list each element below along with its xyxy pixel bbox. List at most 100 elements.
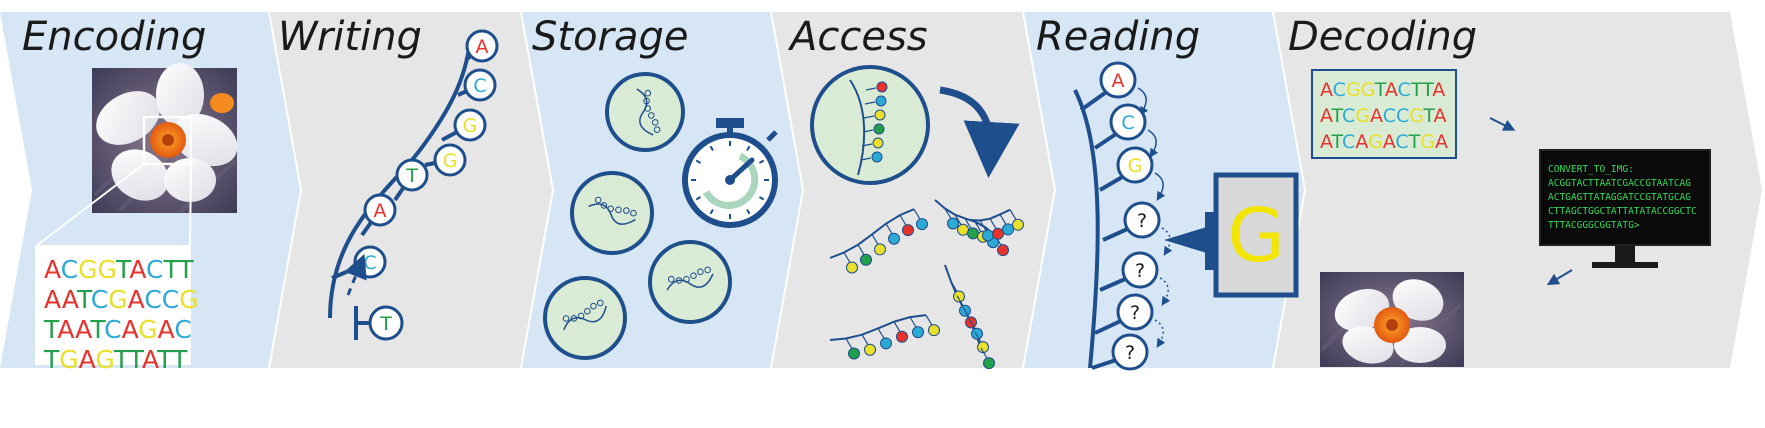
storage-capsule — [648, 240, 732, 324]
panel-access — [772, 12, 1054, 368]
base-char: C — [1396, 105, 1409, 127]
read-nucleotide: C — [1093, 103, 1159, 158]
base-char: A — [1320, 131, 1333, 153]
encoding-sequence-line: TAATCAGAC — [43, 315, 192, 344]
base-char: T — [76, 285, 93, 314]
base-char: A — [62, 285, 79, 314]
unknown-base-label: ? — [1135, 260, 1145, 282]
title-storage: Storage — [532, 14, 689, 60]
base-char: T — [128, 345, 145, 374]
base-char: C — [1383, 105, 1396, 127]
base-char: T — [89, 315, 106, 344]
storage-capsule — [570, 171, 654, 255]
random-strand — [829, 208, 928, 274]
unknown-base-label: ? — [1125, 342, 1135, 364]
base-char: A — [1432, 79, 1445, 101]
decode-arrow-1 — [1489, 117, 1516, 131]
base-char: T — [43, 345, 60, 374]
storage-capsule — [605, 72, 685, 152]
base-char: C — [1333, 79, 1346, 101]
base-char: A — [44, 285, 62, 314]
base-char: G — [1409, 105, 1423, 127]
base-char: T — [1410, 79, 1423, 101]
unknown-base-label: ? — [1137, 210, 1147, 232]
base-char: A — [75, 315, 92, 344]
strand-nucleotide: C — [457, 68, 497, 102]
unread-nucleotide: ? — [1091, 333, 1149, 371]
decode-arrow-2 — [1546, 269, 1573, 286]
access-capsule — [810, 65, 930, 185]
base-char: G — [138, 315, 157, 344]
unread-nucleotide: ? — [1099, 251, 1171, 306]
reading-strand: ACG???? G — [1073, 61, 1299, 371]
strand-base-label: G — [463, 115, 478, 137]
encoding-sequence-line: TGAGTTATT — [43, 345, 188, 374]
base-char: C — [174, 315, 191, 344]
title-reading: Reading — [1036, 14, 1200, 60]
detector-screen — [1213, 172, 1299, 298]
stopwatch-icon — [682, 118, 778, 228]
random-strand — [829, 314, 940, 360]
base-char: G — [108, 285, 127, 314]
strand-nucleotide: G — [424, 143, 467, 177]
base-char: C — [146, 255, 163, 284]
encoding-sequence-line: AATCGACCG — [44, 285, 199, 314]
read-base-label: C — [1121, 112, 1134, 134]
base-char: G — [179, 285, 198, 314]
base-char: C — [144, 285, 161, 314]
terminal-line: CTTAGCTGGCTATTATATACCGGCTC — [1548, 206, 1697, 217]
base-char: A — [57, 315, 75, 344]
base-char: T — [177, 255, 194, 284]
detector: G — [1164, 172, 1299, 298]
incoming-nucleotide: T — [354, 305, 404, 341]
base-char: C — [1342, 131, 1355, 153]
base-char: T — [162, 255, 179, 284]
base-char: A — [1320, 105, 1333, 127]
detected-base-label: G — [1227, 193, 1284, 279]
terminal-line: TTTACGGGCGGTATG> — [1548, 220, 1640, 231]
base-char: A — [44, 255, 61, 284]
decoding-sequence-box — [1311, 69, 1457, 159]
base-char: C — [61, 255, 78, 284]
flower-photo — [35, 63, 238, 247]
base-char: C — [1398, 79, 1411, 101]
base-char: T — [1421, 79, 1434, 101]
chevron-panels — [0, 12, 1762, 368]
read-nucleotide: A — [1079, 61, 1149, 116]
base-char: G — [1355, 105, 1370, 127]
random-strand — [934, 199, 1009, 257]
random-strand — [969, 208, 1024, 242]
base-char: A — [158, 315, 175, 344]
strand-nucleotide: G — [441, 108, 487, 142]
base-char: T — [1331, 105, 1344, 127]
read-base-label: G — [1128, 155, 1143, 177]
base-char: T — [156, 345, 173, 374]
base-char: A — [1383, 131, 1396, 153]
storage-capsules — [543, 72, 778, 360]
decoding-sequence-line: ATCGACCGTA — [1320, 105, 1446, 127]
strand-nucleotide: A — [464, 29, 499, 63]
base-char: A — [1320, 79, 1333, 101]
base-char: G — [1420, 131, 1435, 153]
base-char: G — [98, 255, 116, 284]
strand-base-label: A — [476, 36, 489, 58]
base-char: G — [95, 345, 113, 374]
base-char: A — [1370, 105, 1383, 127]
base-char: T — [1408, 131, 1421, 153]
incoming-base-label: T — [379, 313, 392, 335]
base-char: G — [78, 255, 97, 284]
base-char: T — [1422, 105, 1435, 127]
base-char: T — [43, 315, 60, 344]
strand-base-label: A — [374, 200, 387, 222]
terminal-line: CONVERT_TO_IMG: — [1548, 164, 1634, 175]
writing-arrow — [344, 253, 367, 296]
base-char: G — [1361, 79, 1375, 101]
title-access: Access — [787, 14, 928, 60]
base-char: A — [1435, 131, 1448, 153]
base-char: G — [1368, 131, 1383, 153]
